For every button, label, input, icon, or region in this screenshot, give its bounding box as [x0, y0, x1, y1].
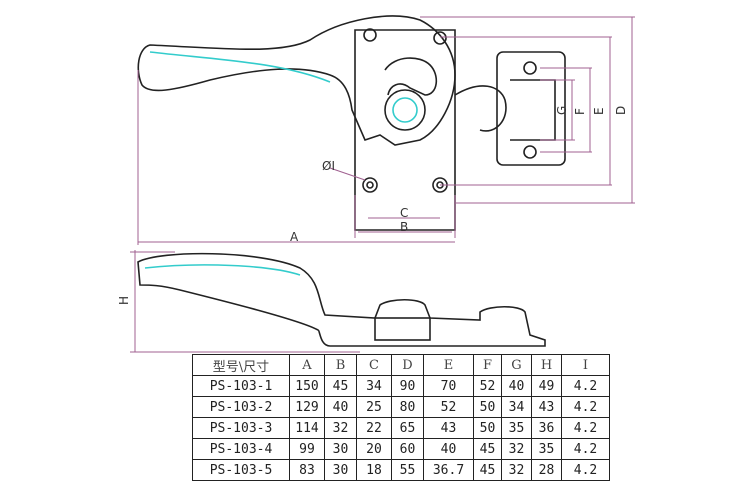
value-cell: 32 [501, 438, 532, 460]
header-cell: B [324, 354, 357, 376]
side-view [137, 252, 546, 347]
value-cell: 99 [289, 438, 325, 460]
value-cell: 80 [391, 396, 424, 418]
value-cell: 22 [356, 417, 392, 439]
value-cell: 60 [391, 438, 424, 460]
header-cell: A [289, 354, 325, 376]
value-cell: 45 [473, 459, 502, 481]
model-cell: PS-103-4 [192, 438, 290, 460]
dim-label-e: E [592, 107, 606, 115]
dim-label-h: H [117, 296, 131, 305]
value-cell: 4.2 [561, 375, 610, 397]
value-cell: 70 [423, 375, 474, 397]
value-cell: 65 [391, 417, 424, 439]
value-cell: 25 [356, 396, 392, 418]
value-cell: 150 [289, 375, 325, 397]
value-cell: 28 [531, 459, 562, 481]
value-cell: 50 [473, 396, 502, 418]
value-cell: 20 [356, 438, 392, 460]
value-cell: 34 [356, 375, 392, 397]
dimension-lines [130, 16, 635, 353]
value-cell: 52 [423, 396, 474, 418]
value-cell: 40 [423, 438, 474, 460]
header-cell: I [561, 354, 610, 376]
value-cell: 50 [473, 417, 502, 439]
value-cell: 32 [501, 459, 532, 481]
header-cell: F [473, 354, 502, 376]
value-cell: 40 [501, 375, 532, 397]
header-cell: G [501, 354, 532, 376]
value-cell: 49 [531, 375, 562, 397]
value-cell: 55 [391, 459, 424, 481]
value-cell: 43 [531, 396, 562, 418]
header-cell: D [391, 354, 424, 376]
header-cell: E [423, 354, 474, 376]
header-cell: C [356, 354, 392, 376]
value-cell: 83 [289, 459, 325, 481]
model-cell: PS-103-3 [192, 417, 290, 439]
value-cell: 35 [501, 417, 532, 439]
value-cell: 4.2 [561, 459, 610, 481]
value-cell: 4.2 [561, 417, 610, 439]
header-cell: H [531, 354, 562, 376]
value-cell: 18 [356, 459, 392, 481]
value-cell: 32 [324, 417, 357, 439]
value-cell: 4.2 [561, 396, 610, 418]
value-cell: 30 [324, 459, 357, 481]
value-cell: 45 [473, 438, 502, 460]
value-cell: 30 [324, 438, 357, 460]
value-cell: 43 [423, 417, 474, 439]
value-cell: 4.2 [561, 438, 610, 460]
table-header-row: 型号\尺寸 A B C D E F G H I [192, 354, 610, 376]
dim-label-g: G [555, 106, 569, 115]
value-cell: 90 [391, 375, 424, 397]
value-cell: 40 [324, 396, 357, 418]
value-cell: 129 [289, 396, 325, 418]
dim-label-f: F [573, 108, 587, 115]
model-cell: PS-103-2 [192, 396, 290, 418]
value-cell: 36 [531, 417, 562, 439]
dim-label-a: A [290, 230, 299, 244]
value-cell: 34 [501, 396, 532, 418]
value-cell: 114 [289, 417, 325, 439]
top-view [137, 15, 566, 231]
model-cell: PS-103-1 [192, 375, 290, 397]
dim-label-d: D [614, 106, 628, 115]
dim-label-phi-i: ØI [322, 159, 335, 173]
dim-label-c: C [400, 206, 408, 220]
value-cell: 52 [473, 375, 502, 397]
model-cell: PS-103-5 [192, 459, 290, 481]
value-cell: 45 [324, 375, 357, 397]
dim-label-b: B [400, 220, 408, 234]
header-cell: 型号\尺寸 [192, 354, 290, 376]
value-cell: 35 [531, 438, 562, 460]
value-cell: 36.7 [423, 459, 474, 481]
